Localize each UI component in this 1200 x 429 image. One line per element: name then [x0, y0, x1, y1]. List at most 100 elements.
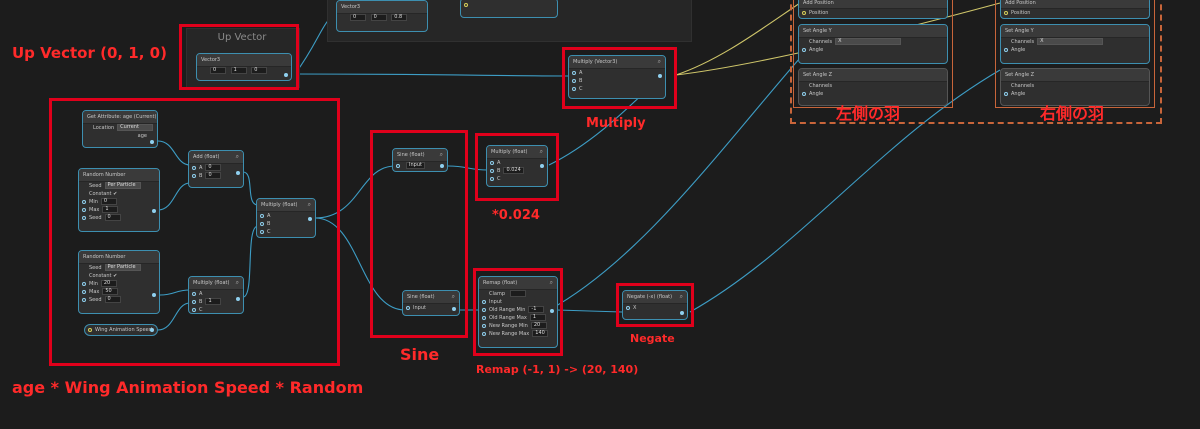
up-vector-node[interactable]: Vector3 0 1 0 — [196, 53, 292, 81]
search-icon[interactable]: ⌕ — [679, 293, 683, 300]
z-field[interactable]: 0.8 — [391, 14, 408, 21]
input-field[interactable]: Input — [406, 162, 425, 169]
search-icon[interactable]: ⌕ — [451, 293, 455, 300]
port-icon[interactable] — [192, 300, 196, 304]
port-icon[interactable] — [1004, 11, 1008, 15]
port-icon[interactable] — [192, 308, 196, 312]
b-field[interactable]: 1 — [205, 298, 222, 305]
search-icon[interactable]: ⌕ — [439, 151, 443, 158]
channels-dropdown[interactable]: X — [1037, 38, 1104, 45]
x-field[interactable]: 0 — [210, 67, 226, 74]
port-icon[interactable] — [406, 306, 410, 310]
location-dropdown[interactable]: Current — [117, 124, 154, 131]
port-icon[interactable] — [260, 230, 264, 234]
checkmark-icon[interactable]: ✔ — [113, 191, 118, 197]
seed-dropdown[interactable]: Per Particle — [104, 182, 141, 189]
output-port-icon[interactable] — [236, 171, 240, 175]
output-port-icon[interactable] — [550, 309, 554, 313]
port-icon[interactable] — [192, 292, 196, 296]
output-port-icon[interactable] — [680, 311, 684, 315]
multiply-float-node-2[interactable]: Multiply (float)⌕ A B C — [256, 198, 316, 238]
new-max-field[interactable]: 140 — [532, 330, 549, 337]
port-icon[interactable] — [572, 79, 576, 83]
search-icon[interactable]: ⌕ — [539, 148, 543, 155]
max-field[interactable]: 1 — [102, 206, 119, 213]
port-icon[interactable] — [260, 214, 264, 218]
top-right-node[interactable] — [460, 0, 558, 18]
port-icon[interactable] — [482, 300, 486, 304]
output-port-icon[interactable] — [452, 307, 456, 311]
output-port-icon[interactable] — [658, 74, 662, 78]
b-field[interactable]: 0.024 — [503, 167, 524, 174]
output-port-icon[interactable] — [150, 140, 154, 144]
new-min-field[interactable]: 20 — [530, 322, 547, 329]
port-icon[interactable] — [490, 169, 494, 173]
right-wing-add-position[interactable]: Add Position Position — [1000, 0, 1150, 19]
left-wing-add-position[interactable]: Add Position Position — [798, 0, 948, 19]
port-icon[interactable] — [482, 332, 486, 336]
old-max-field[interactable]: 1 — [529, 314, 546, 321]
port-icon[interactable] — [802, 48, 806, 52]
port-icon[interactable] — [82, 216, 86, 220]
port-icon[interactable] — [82, 200, 86, 204]
z-field[interactable]: 0 — [251, 67, 268, 74]
a-field[interactable]: 0 — [205, 164, 222, 171]
multiply-vector-node[interactable]: Multiply (Vector3)⌕ A B C — [568, 55, 666, 99]
port-icon[interactable] — [192, 166, 196, 170]
min-field[interactable]: 0 — [100, 198, 117, 205]
negate-float-node[interactable]: Negate (-x) (float)⌕ X — [622, 290, 688, 320]
port-icon[interactable] — [482, 316, 486, 320]
y-field[interactable]: 1 — [230, 67, 247, 74]
port-icon[interactable] — [490, 161, 494, 165]
port-icon[interactable] — [490, 177, 494, 181]
search-icon[interactable]: ⌕ — [235, 153, 239, 160]
seed2-field[interactable]: 0 — [104, 214, 121, 221]
output-port-icon[interactable] — [236, 297, 240, 301]
old-min-field[interactable]: -1 — [528, 306, 545, 313]
right-wing-set-angle-z[interactable]: Set Angle Z Channels Angle — [1000, 68, 1150, 106]
port-icon[interactable] — [1004, 92, 1008, 96]
port-icon[interactable] — [396, 164, 400, 168]
y-field[interactable]: 0 — [370, 14, 387, 21]
search-icon[interactable]: ⌕ — [549, 279, 553, 286]
min-field[interactable]: 20 — [100, 280, 117, 287]
port-icon[interactable] — [572, 87, 576, 91]
output-port-icon[interactable] — [440, 164, 444, 168]
port-icon[interactable] — [802, 11, 806, 15]
remap-float-node[interactable]: Remap (float)⌕ Clamp Input Old Range Min… — [478, 276, 558, 348]
b-field[interactable]: 0 — [205, 172, 222, 179]
port-icon[interactable] — [626, 306, 630, 310]
output-port-icon[interactable] — [152, 293, 156, 297]
port-icon[interactable] — [82, 208, 86, 212]
port-icon[interactable] — [260, 222, 264, 226]
port-icon[interactable] — [464, 3, 468, 7]
output-port-icon[interactable] — [284, 73, 288, 77]
port-icon[interactable] — [482, 308, 486, 312]
port-icon[interactable] — [192, 174, 196, 178]
seed2-field[interactable]: 0 — [104, 296, 121, 303]
x-field[interactable]: 0 — [350, 14, 366, 21]
port-icon[interactable] — [482, 324, 486, 328]
port-icon[interactable] — [82, 290, 86, 294]
port-icon[interactable] — [1004, 48, 1008, 52]
output-port-icon[interactable] — [152, 209, 156, 213]
port-icon[interactable] — [82, 298, 86, 302]
sine-float-node-2[interactable]: Sine (float)⌕ Input — [402, 290, 460, 316]
channels-dropdown[interactable]: X — [835, 38, 902, 45]
output-port-icon[interactable] — [150, 328, 154, 332]
seed-dropdown[interactable]: Per Particle — [104, 264, 141, 271]
search-icon[interactable]: ⌕ — [657, 58, 661, 65]
output-port-icon[interactable] — [308, 217, 312, 221]
search-icon[interactable]: ⌕ — [235, 279, 239, 286]
checkmark-icon[interactable]: ✔ — [113, 273, 118, 279]
output-port-icon[interactable] — [540, 164, 544, 168]
